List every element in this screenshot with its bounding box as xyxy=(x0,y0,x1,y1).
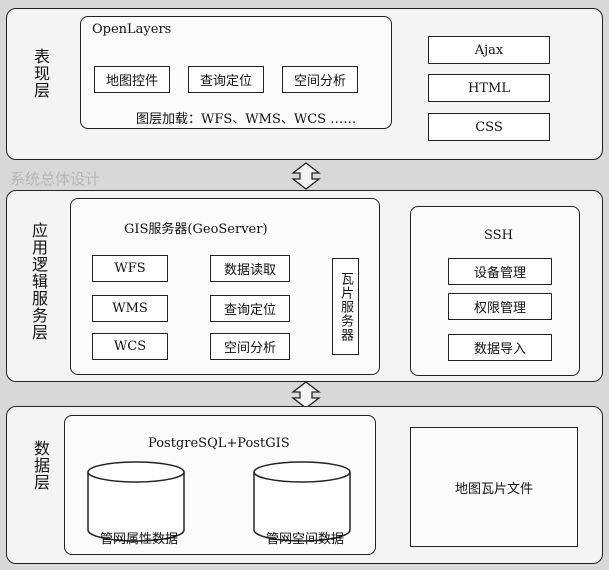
tile-server-box: 瓦片服务器 xyxy=(332,258,359,355)
data-layer-label: 数据层 xyxy=(31,440,50,491)
permission-management-box: 权限管理 xyxy=(448,293,552,320)
database-cylinder-icon xyxy=(87,461,185,542)
css-box: CSS xyxy=(428,113,550,141)
wcs-box: WCS xyxy=(92,333,168,360)
gis-server-title: GIS服务器(GeoServer) xyxy=(124,222,268,237)
query-locate-box: 查询定位 xyxy=(188,66,264,93)
openlayers-title: OpenLayers xyxy=(92,22,172,37)
layer-loading-text: 图层加载：WFS、WMS、WCS …… xyxy=(136,112,357,127)
double-arrow-icon xyxy=(291,381,321,409)
database-title: PostgreSQL+PostGIS xyxy=(148,436,290,451)
device-management-box: 设备管理 xyxy=(448,258,552,285)
gis-query-locate-box: 查询定位 xyxy=(210,295,290,322)
data-import-box: 数据导入 xyxy=(448,334,552,361)
pipe-spatial-data-label: 管网空间数据 xyxy=(266,532,345,547)
spatial-analysis-box: 空间分析 xyxy=(282,66,358,93)
map-tile-files-box: 地图瓦片文件 xyxy=(410,427,578,547)
data-read-box: 数据读取 xyxy=(210,255,290,282)
gis-spatial-analysis-box: 空间分析 xyxy=(210,333,290,360)
double-arrow-icon xyxy=(291,162,321,190)
html-box: HTML xyxy=(428,74,550,102)
wfs-box: WFS xyxy=(92,255,168,282)
ssh-title: SSH xyxy=(484,228,513,243)
pipe-attribute-data-label: 管网属性数据 xyxy=(100,532,179,547)
background-text: 系统总体设计 xyxy=(10,170,101,188)
wms-box: WMS xyxy=(92,295,168,322)
ajax-box: Ajax xyxy=(428,36,550,64)
presentation-layer-label: 表现层 xyxy=(31,48,50,99)
app-service-layer-label: 应用逻辑服务层 xyxy=(29,222,48,341)
map-control-box: 地图控件 xyxy=(94,66,170,93)
database-cylinder-icon xyxy=(253,461,351,542)
